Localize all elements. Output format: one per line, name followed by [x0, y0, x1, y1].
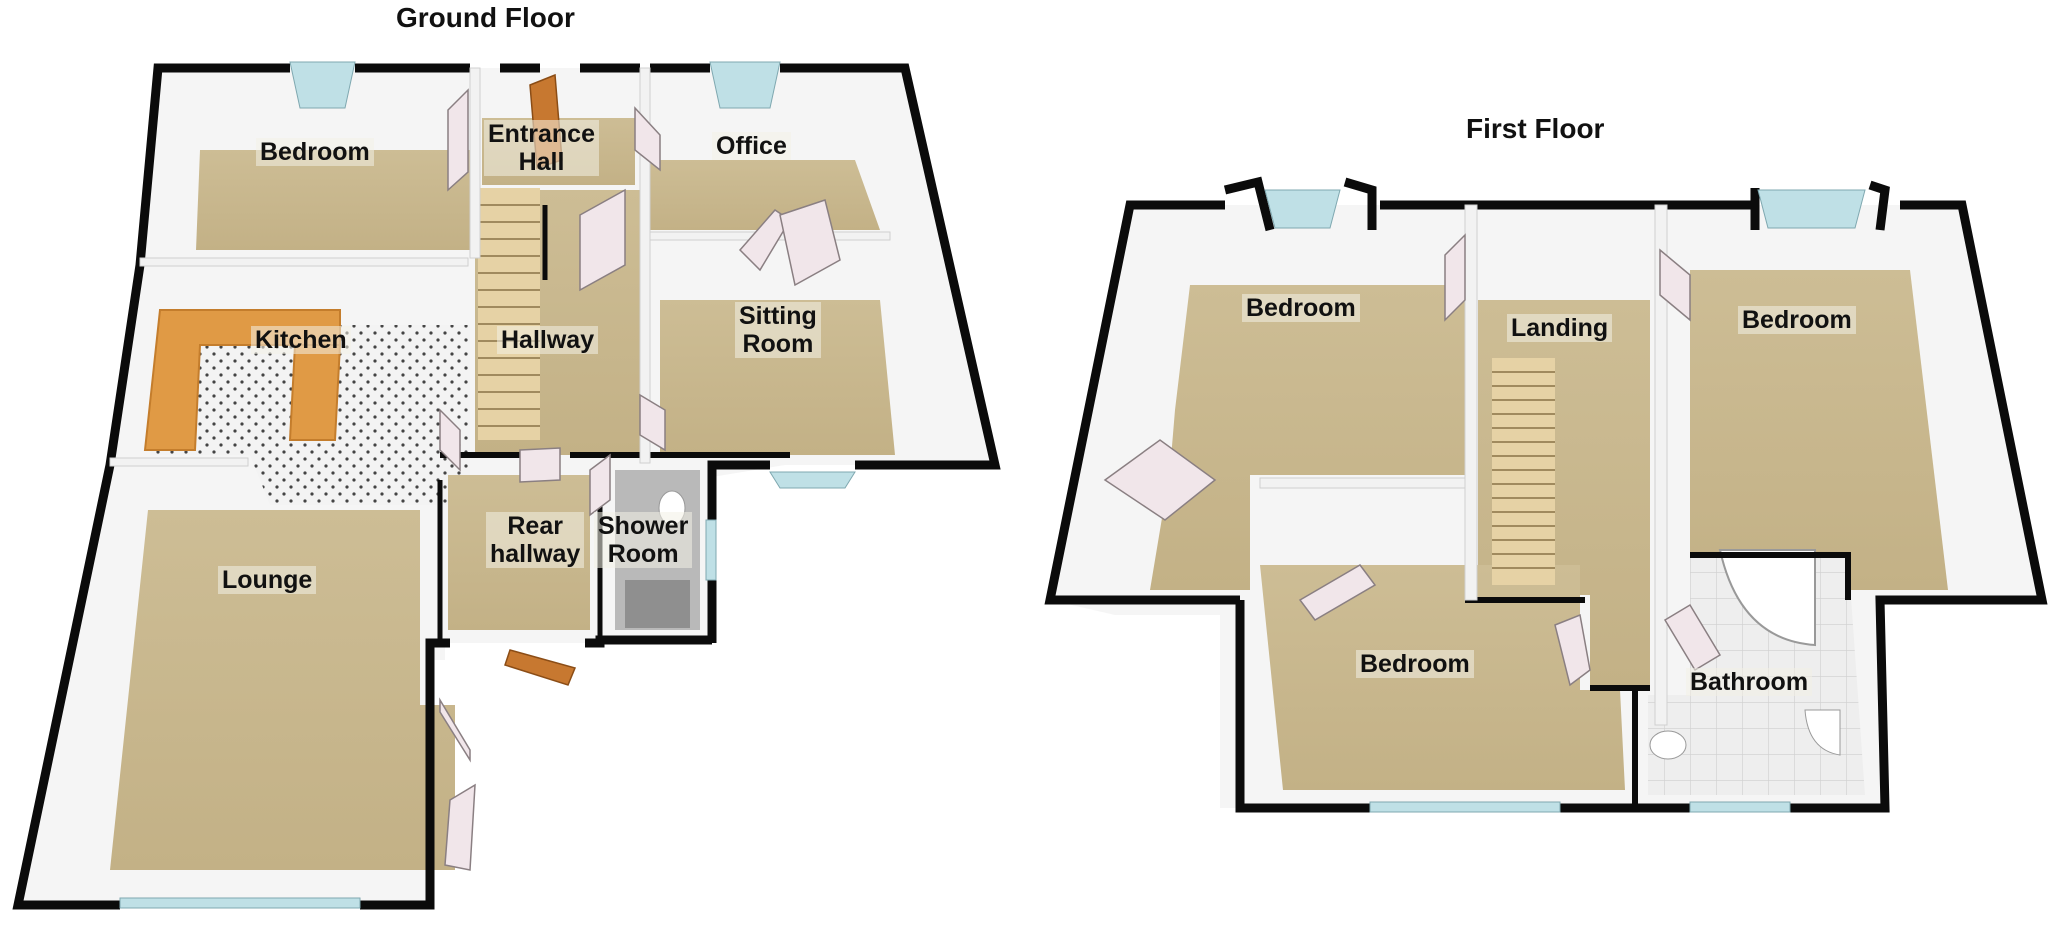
label-sitting-room-line2: Room: [742, 330, 814, 358]
label-sitting-room-line1: Sitting: [739, 302, 817, 330]
staircase-ground: [478, 188, 540, 440]
label-shower-room-line1: Shower: [598, 512, 689, 540]
label-entrance-hall-line2: Hall: [518, 148, 565, 176]
shower-tray: [625, 580, 690, 628]
ground-floor-title: Ground Floor: [396, 2, 575, 33]
label-rear-hallway-line1: Rear: [507, 512, 563, 540]
rear-door: [504, 649, 577, 686]
corner-bath: [1718, 549, 1816, 647]
room-floor-bedroom: [196, 150, 470, 250]
ground-floor-walls: [12, 63, 1001, 910]
room-floor-bedroom-left: [1150, 285, 1465, 590]
label-rear-hallway-line2: hallway: [490, 540, 581, 568]
label-entrance-hall-line1: Entrance: [488, 120, 595, 148]
room-floor-sitting-room: [660, 300, 895, 455]
first-interior-walls: [1259, 204, 1668, 726]
label-entrance-hall: Entrance Hall: [484, 120, 599, 176]
ground-floor-windows: [119, 61, 856, 909]
label-kitchen: Kitchen: [251, 326, 351, 354]
ground-floor-doors: [439, 88, 841, 871]
label-rear-hallway: Rear hallway: [486, 512, 585, 568]
bathroom-basin: [1804, 709, 1841, 756]
ground-floor-plan: [12, 61, 1001, 910]
label-first-bedroom-bottom: Bedroom: [1356, 650, 1474, 678]
label-shower-room-line2: Room: [607, 540, 679, 568]
first-floor-walls: [1044, 176, 2048, 813]
bathroom-toilet: [1649, 730, 1687, 760]
first-floor-title: First Floor: [1466, 113, 1605, 144]
label-shower-room: Shower Room: [594, 512, 693, 568]
room-floor-office: [650, 160, 880, 230]
first-floor-plan: [1044, 176, 2048, 813]
label-first-bedroom-right: Bedroom: [1738, 306, 1856, 334]
label-office: Office: [712, 132, 791, 160]
staircase-first: [1492, 358, 1555, 585]
label-first-bedroom-left: Bedroom: [1242, 294, 1360, 322]
label-landing: Landing: [1507, 314, 1613, 342]
label-bathroom: Bathroom: [1686, 668, 1813, 696]
room-floor-bedroom-right: [1690, 270, 1948, 590]
label-sitting-room: Sitting Room: [735, 302, 821, 358]
label-ground-bedroom: Bedroom: [256, 138, 374, 166]
room-floor-lounge: [110, 510, 455, 870]
label-hallway: Hallway: [497, 326, 599, 354]
label-lounge: Lounge: [218, 566, 317, 594]
first-floor-windows: [1264, 189, 1866, 813]
first-floor-doors: [1103, 233, 1722, 687]
